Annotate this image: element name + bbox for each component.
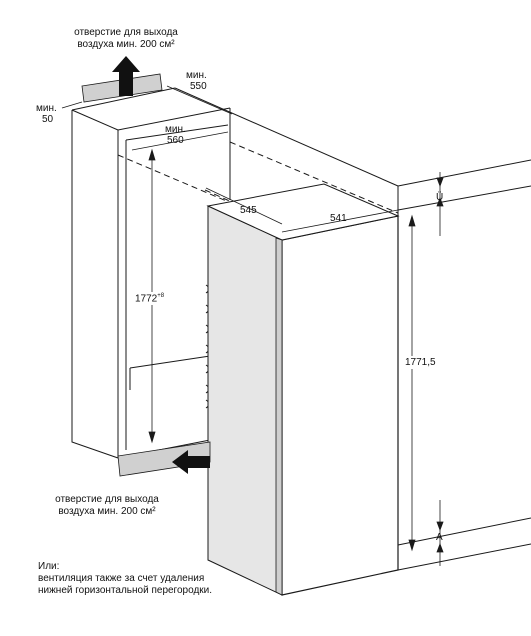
appliance (206, 183, 400, 596)
depth-min-value: 550 (190, 81, 207, 92)
offset-min-value: 50 (42, 114, 54, 125)
appliance-height-value: 1771,5 (405, 357, 436, 368)
width-min-value: 560 (167, 135, 184, 146)
offset-min-prefix: мин. (36, 103, 57, 114)
top-gap-label: Ü (436, 192, 443, 203)
width-min-label: мин. 560 (165, 124, 186, 146)
depth-min-prefix: мин. (186, 70, 207, 81)
bottom-vent-note: отверстие для выхода воздуха мин. 200 см… (42, 494, 172, 518)
dimension-line-a (436, 500, 444, 566)
dimension-line-541 (281, 209, 399, 233)
dimension-line-u (436, 172, 444, 236)
dimension-line-560 (131, 131, 229, 151)
left-arrow-icon (172, 450, 210, 474)
top-vent-note-line2: воздуха мин. 200 см² (77, 39, 175, 50)
bottom-vent-note-line1: отверстие для выхода (55, 494, 159, 505)
appliance-depth-value: 545 (240, 205, 257, 216)
niche-height-label: 1772+8 (134, 292, 166, 306)
bottom-gap-value: A (436, 532, 443, 543)
bottom-vent-note-line2: воздуха мин. 200 см² (58, 506, 156, 517)
niche-height-tolerance: +8 (157, 293, 165, 299)
width-min-prefix: мин. (165, 124, 186, 135)
alternative-note: Или: вентиляция также за счет удаления н… (38, 561, 212, 597)
niche-height-value: 1772 (135, 293, 158, 305)
top-vent-note-line1: отверстие для выхода (74, 27, 178, 38)
appliance-depth-label: 545 (240, 205, 257, 216)
appliance-height-label: 1771,5 (404, 356, 437, 369)
depth-min-label: мин. 550 (186, 70, 207, 92)
alternative-note-line1: Или: (38, 561, 60, 572)
dimension-line-550 (166, 85, 233, 115)
alternative-note-line2: вентиляция также за счет удаления (38, 573, 205, 584)
offset-min-label: мин. 50 (36, 103, 57, 125)
top-vent-note: отверстие для выхода воздуха мин. 200 см… (62, 27, 190, 51)
alternative-note-line3: нижней горизонтальной перегородки. (38, 585, 213, 596)
up-arrow-icon (112, 56, 140, 96)
dimension-line-17715 (408, 214, 416, 552)
dimension-line-50 (61, 101, 83, 109)
top-gap-value: Ü (436, 192, 444, 203)
bottom-gap-label: A (436, 532, 443, 543)
appliance-width-value: 541 (330, 213, 347, 224)
dimension-line-545 (205, 187, 283, 225)
appliance-width-label: 541 (330, 213, 347, 224)
